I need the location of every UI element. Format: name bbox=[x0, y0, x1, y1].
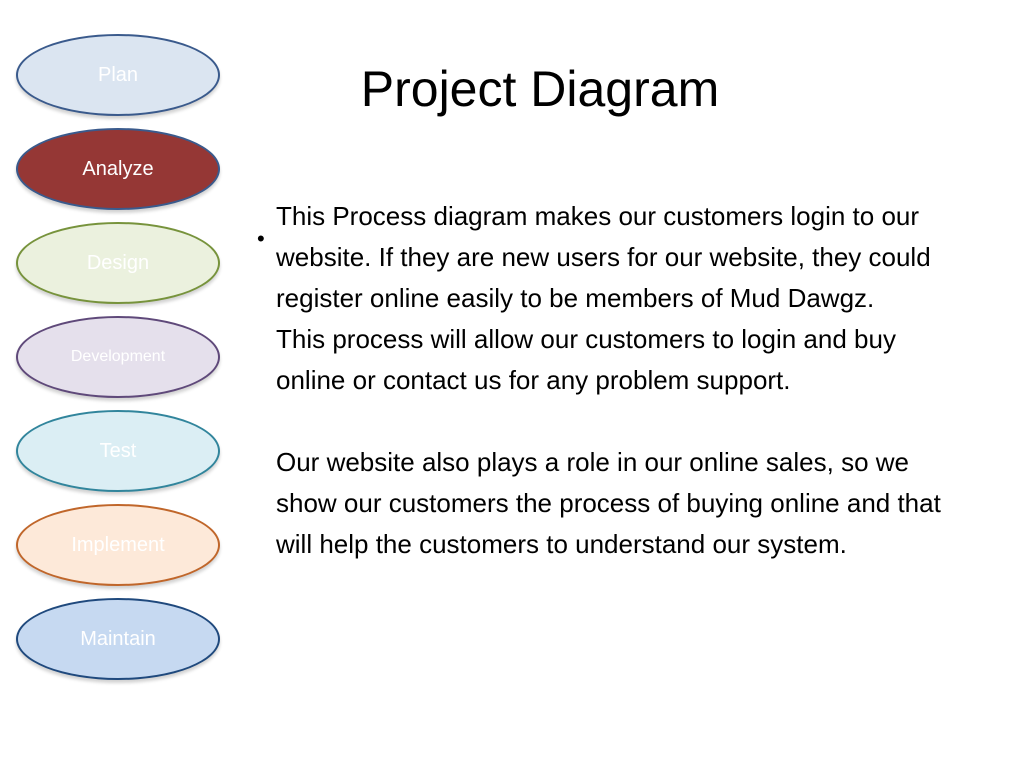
phase-label: Implement bbox=[71, 533, 165, 556]
bullet-icon: • bbox=[257, 226, 265, 251]
phase-test: Test bbox=[16, 410, 220, 492]
page-title: Project Diagram bbox=[360, 61, 720, 117]
phase-development: Development bbox=[16, 316, 220, 398]
phase-label: Maintain bbox=[80, 627, 156, 650]
phase-label: Design bbox=[86, 251, 150, 274]
phase-plan: Plan bbox=[16, 34, 220, 116]
phase-implement: Implement bbox=[16, 504, 220, 586]
phase-design: Design bbox=[16, 222, 220, 304]
phase-label: Analyze bbox=[82, 157, 154, 180]
phase-label: Test bbox=[99, 439, 137, 462]
body-text: This Process diagram makes our customers… bbox=[276, 196, 966, 565]
phase-label: Plan bbox=[97, 63, 139, 86]
phase-analyze: Analyze bbox=[16, 128, 220, 210]
phase-label: Development bbox=[70, 348, 166, 365]
body-paragraph-2: This process will allow our customers to… bbox=[276, 324, 896, 395]
phase-maintain: Maintain bbox=[16, 598, 220, 680]
body-paragraph-3: Our website also plays a role in our onl… bbox=[276, 447, 941, 559]
phase-list: Plan Analyze Design Development Test Imp… bbox=[16, 34, 224, 684]
paragraph-spacer bbox=[276, 401, 966, 442]
body-paragraph-1: This Process diagram makes our customers… bbox=[276, 201, 931, 313]
